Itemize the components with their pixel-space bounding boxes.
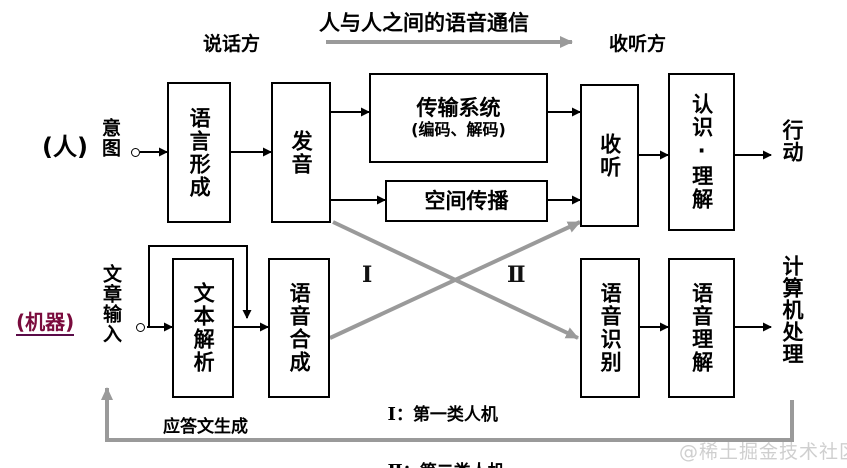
legend-item-two-line1: 第二类人机: [420, 462, 505, 468]
bypass-textinput-to-speechsynthesis: [148, 245, 252, 327]
marker-roman-one: Ⅰ: [362, 262, 373, 288]
actor-label-machine: (机器): [16, 310, 75, 336]
io-label-machine-input: 文章输入: [99, 264, 122, 344]
legend-item-one-line1: 第一类人机: [412, 404, 498, 425]
junction-dot-human-input: [131, 148, 140, 157]
feedback-loop-label: 应答文生成: [163, 417, 248, 437]
section-label-speaker: 说话方: [203, 33, 261, 55]
watermark: @稀土掘金技术社区: [679, 441, 847, 463]
box-listening[interactable]: 收听: [580, 84, 639, 227]
legend-item-one: Ⅰ：第一类人机 语音通信问题: [352, 328, 530, 468]
legend-item-two-sep: ：: [403, 462, 420, 468]
io-label-machine-output: 计算机处理: [780, 255, 805, 365]
box-cognition-understanding[interactable]: 认识·理解: [668, 73, 735, 231]
box-speech-understanding[interactable]: 语音理解: [668, 258, 735, 398]
legend-item-one-row1: Ⅰ：第一类人机: [352, 377, 530, 452]
box-transmission-system[interactable]: 传输系统 (编码、解码): [369, 73, 548, 163]
legend-item-one-marker: Ⅰ: [387, 403, 396, 425]
box-air-propagation-label: 空间传播: [424, 188, 509, 213]
box-language-formation[interactable]: 语言形成: [167, 82, 231, 223]
box-listening-label: 收听: [597, 132, 622, 179]
arrow-typeII-synthesis-to-listening: [329, 220, 581, 340]
box-text-analysis[interactable]: 文本解析: [172, 258, 234, 398]
box-speech-understanding-label: 语音理解: [689, 282, 714, 374]
diagram-title: 人与人之间的语音通信: [319, 11, 529, 35]
box-text-analysis-label: 文本解析: [191, 282, 216, 374]
box-pronunciation-label: 发音: [289, 129, 314, 176]
section-label-listener: 收听方: [609, 33, 667, 55]
box-language-formation-label: 语言形成: [187, 106, 212, 199]
box-pronunciation[interactable]: 发音: [271, 82, 331, 223]
legend-item-two-marker: Ⅱ: [388, 461, 403, 468]
io-label-human-input: 意图: [98, 118, 121, 158]
box-cognition-understanding-label: 认识·理解: [689, 93, 714, 211]
marker-roman-two: Ⅱ: [507, 262, 526, 288]
legend-item-one-sep: ：: [395, 404, 413, 425]
box-speech-synthesis-label: 语音合成: [287, 282, 312, 374]
box-speech-synthesis[interactable]: 语音合成: [268, 258, 330, 398]
legend-item-two-row1: Ⅱ：第二类人机: [352, 434, 530, 468]
box-transmission-system-sublabel: (编码、解码): [411, 119, 506, 139]
box-speech-recognition[interactable]: 语音识别: [580, 258, 640, 398]
io-label-human-output: 行动: [780, 119, 805, 163]
feedback-loop-computer-to-textinput: [101, 387, 794, 442]
box-transmission-system-label: 传输系统: [416, 96, 501, 121]
box-air-propagation[interactable]: 空间传播: [385, 180, 548, 222]
junction-dot-machine-input: [136, 323, 145, 332]
box-speech-recognition-label: 语音识别: [598, 282, 623, 374]
actor-label-human: (人): [42, 133, 88, 161]
legend-item-two: Ⅱ：第二类人机 语音通信问题: [352, 385, 530, 468]
